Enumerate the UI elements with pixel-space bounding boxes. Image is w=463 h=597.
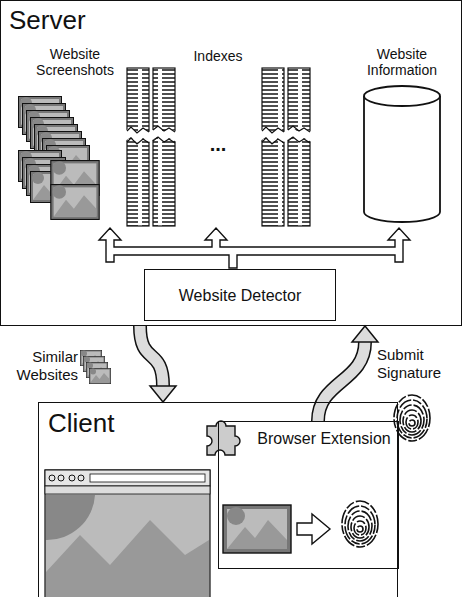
extension-box: Browser Extension <box>218 421 399 569</box>
part-label: Indexes <box>178 48 258 64</box>
client-box: ClientBrowser Extension <box>38 402 398 597</box>
puzzle-icon <box>207 421 240 455</box>
screenshot-stack <box>19 97 100 220</box>
node-text: Browser Extension <box>255 429 393 448</box>
edge-label: Submit Signature <box>377 346 461 382</box>
index-columns <box>125 68 312 226</box>
node-text: Server <box>9 5 86 36</box>
part-label: Website Information <box>350 46 454 78</box>
signature-illustration <box>223 501 378 553</box>
browser-window <box>45 470 210 597</box>
store-arrows <box>99 228 410 268</box>
part-label: ... <box>198 136 238 152</box>
flow-arrow <box>140 326 176 402</box>
edge-label: Similar Websites <box>4 348 78 384</box>
similar-websites-icon <box>80 350 111 384</box>
node-text: Website Detector <box>171 286 309 305</box>
flow-arrow <box>318 326 378 421</box>
signature-fingerprint <box>394 395 430 441</box>
node-text: Client <box>48 408 114 439</box>
database-cylinder <box>364 86 440 222</box>
part-label: Website Screenshots <box>28 46 122 78</box>
detector-box: Website Detector <box>144 269 336 321</box>
